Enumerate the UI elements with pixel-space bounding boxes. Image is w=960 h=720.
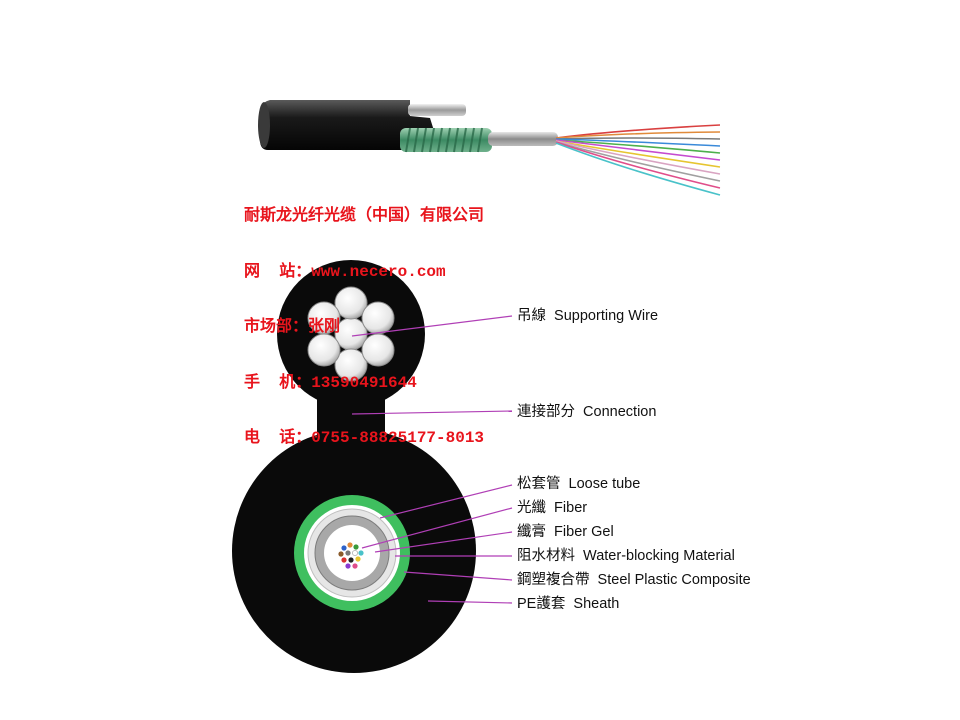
label-sheath: PE護套 Sheath xyxy=(517,596,620,612)
label-loose-tube: 松套管 Loose tube xyxy=(517,476,641,492)
armor-tape xyxy=(400,127,492,153)
label-fiber-gel: 纖膏 Fiber Gel xyxy=(517,524,614,540)
steel-wire xyxy=(408,104,466,116)
label-steel-plastic: 鋼塑複合帶 Steel Plastic Composite xyxy=(517,572,751,588)
label-connection: 連接部分 Connection xyxy=(517,404,657,420)
contact-info: 耐斯龙光纤光缆（中国）有限公司 网 站：www.necero.com 市场部：张… xyxy=(244,170,484,466)
fibers-cross-section xyxy=(338,542,364,569)
label-water-blocking: 阻水材料 Water-blocking Material xyxy=(517,548,735,564)
leader-lines xyxy=(351,315,513,604)
cable-jacket xyxy=(258,100,440,150)
cross-section xyxy=(232,260,513,673)
fibers-photo xyxy=(555,124,721,196)
loose-tube-photo xyxy=(488,132,558,146)
mobile-line: 手 机：13590491644 xyxy=(244,373,417,392)
department-line: 市场部：张刚 xyxy=(244,318,341,336)
label-fiber: 光纖 Fiber xyxy=(517,500,588,516)
label-supporting-wire: 吊線 Supporting Wire xyxy=(517,308,659,324)
company-name: 耐斯龙光纤光缆（中国）有限公司 xyxy=(244,207,485,225)
phone-line: 电 话：0755-88825177-8013 xyxy=(244,429,485,447)
website-line: 网 站：www.necero.com xyxy=(244,262,446,281)
fiber-gel xyxy=(324,525,380,581)
